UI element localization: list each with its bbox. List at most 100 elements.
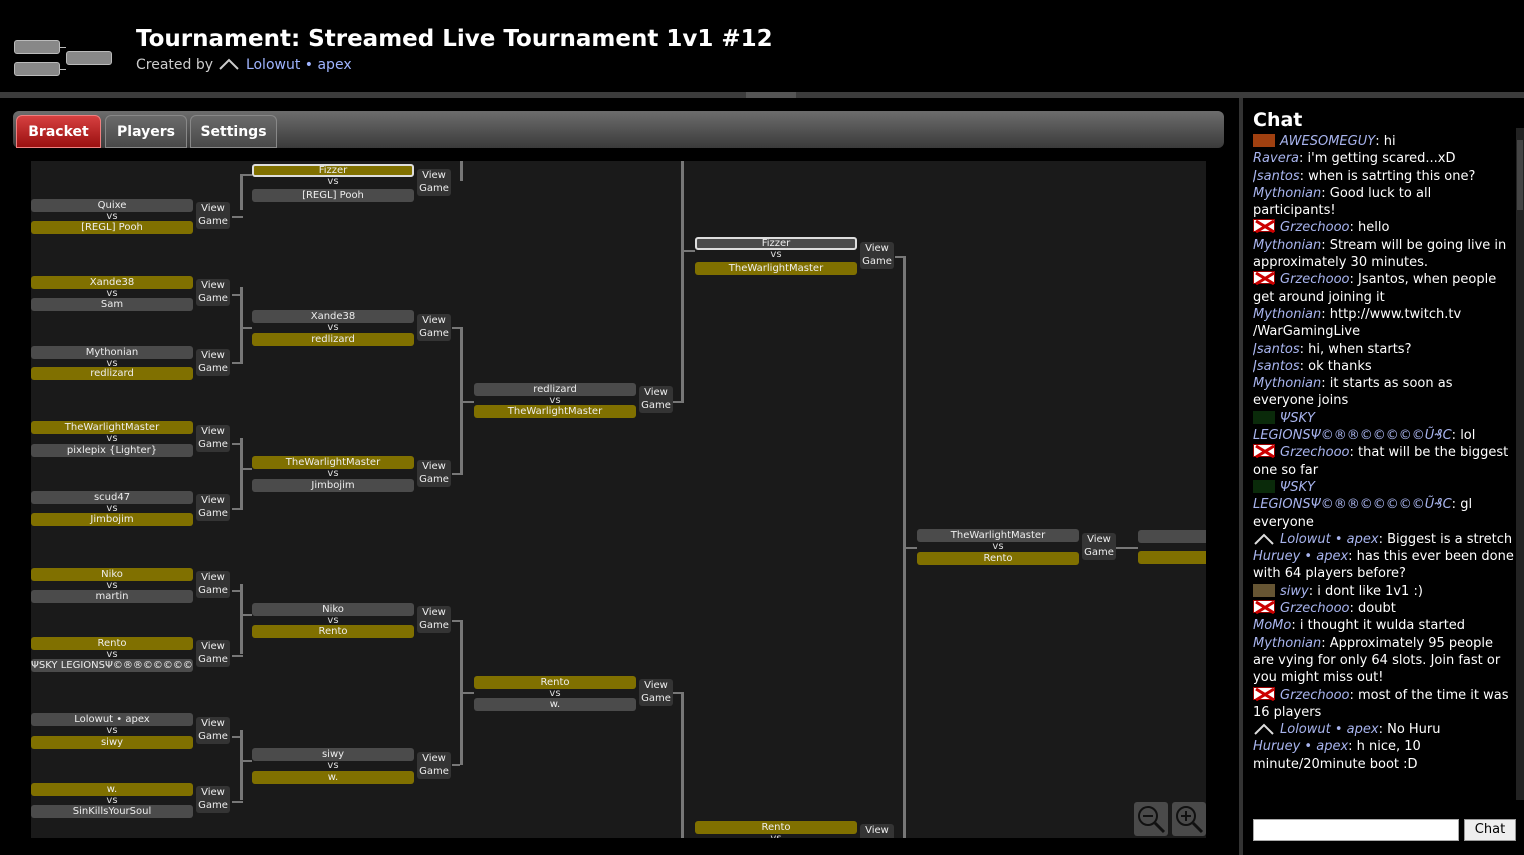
chat-username[interactable]: Lolowut • apex — [1280, 722, 1379, 738]
site-logo-icon[interactable] — [12, 38, 114, 78]
player-slot-bottom[interactable]: ΨSKY LEGIONSΨ©®®©©©©©Ũ — [31, 659, 193, 672]
player-slot-top[interactable]: w. — [31, 783, 193, 796]
player-slot-top[interactable]: Rento — [695, 821, 857, 834]
bracket-connector — [681, 692, 684, 838]
panel-separator[interactable] — [1239, 98, 1243, 855]
chat-username[interactable]: AWESOMEGUY — [1280, 134, 1376, 149]
chat-username[interactable]: Mythonian — [1253, 306, 1322, 322]
chat-input[interactable] — [1253, 819, 1459, 841]
chat-username[interactable]: Jsantos — [1253, 358, 1300, 374]
player-slot-top[interactable]: Fizzer — [695, 237, 857, 250]
player-slot-top[interactable]: Quixe — [31, 199, 193, 212]
chat-username[interactable]: Grzechooo — [1280, 601, 1350, 617]
bracket-connector — [452, 620, 460, 622]
player-slot-top[interactable]: redlizard — [474, 383, 636, 396]
player-slot-top[interactable]: Mythonian — [31, 346, 193, 359]
divider-handle[interactable] — [746, 92, 796, 98]
chat-username[interactable]: Huruey • apex — [1253, 549, 1349, 565]
tab-bracket[interactable]: Bracket — [16, 115, 101, 148]
chat-username[interactable]: Lolowut • apex — [1280, 531, 1379, 547]
player-slot-bottom[interactable]: [REGL] Pooh — [252, 189, 414, 202]
player-slot-bottom[interactable]: Jimbojim — [252, 479, 414, 492]
player-slot-top[interactable]: Xande38 — [31, 276, 193, 289]
chat-username[interactable]: Ravera — [1253, 151, 1300, 167]
player-slot-bottom[interactable]: SinKillsYourSoul — [31, 805, 193, 818]
creator-link[interactable]: Lolowut • apex — [245, 57, 352, 73]
chat-username[interactable]: Grzechooo — [1280, 220, 1350, 236]
player-slot-top[interactable]: Xande38 — [252, 310, 414, 323]
player-slot-bottom[interactable]: Sam — [31, 298, 193, 311]
player-slot-top[interactable]: Lolowut • apex — [31, 713, 193, 726]
chat-username[interactable]: Grzechooo — [1280, 687, 1350, 703]
chat-scrollbar-thumb[interactable] — [1517, 140, 1523, 210]
player-slot-top[interactable] — [1138, 530, 1206, 543]
chat-username[interactable]: ΨSKY LEGIONSΨ©®®©©©©©Ũ₰C — [1253, 479, 1452, 513]
chat-message: AWESOMEGUY: hi — [1253, 133, 1515, 150]
player-slot-bottom[interactable]: w. — [474, 698, 636, 711]
player-slot-top[interactable]: scud47 — [31, 491, 193, 504]
chat-username[interactable]: Grzechooo — [1280, 272, 1350, 288]
chat-username[interactable]: Mythonian — [1253, 376, 1322, 392]
zoom-out-button[interactable] — [1134, 802, 1168, 836]
player-slot-top[interactable]: TheWarlightMaster — [31, 421, 193, 434]
player-slot-bottom[interactable]: [REGL] Pooh — [31, 221, 193, 234]
player-slot-top[interactable]: Niko — [252, 603, 414, 616]
chat-username[interactable]: Jsantos — [1253, 168, 1300, 184]
chat-username[interactable]: Mythonian — [1253, 185, 1322, 201]
player-slot-bottom[interactable]: Rento — [252, 625, 414, 638]
player-slot-bottom[interactable]: redlizard — [252, 333, 414, 346]
chat-username[interactable]: siwy — [1280, 583, 1309, 599]
chat-username[interactable]: Grzechooo — [1280, 445, 1350, 461]
player-slot-top[interactable]: Rento — [31, 637, 193, 650]
chat-username[interactable]: ΨSKY LEGIONSΨ©®®©©©©©Ũ₰C — [1253, 410, 1452, 444]
chat-username[interactable]: MoMo — [1253, 618, 1292, 634]
player-slot-top[interactable]: TheWarlightMaster — [252, 456, 414, 469]
chat-send-button[interactable]: Chat — [1464, 819, 1516, 841]
chat-username[interactable]: Mythonian — [1253, 635, 1322, 651]
tab-settings[interactable]: Settings — [190, 115, 277, 148]
player-slot-bottom[interactable]: w. — [252, 771, 414, 784]
player-slot-top[interactable]: TheWarlightMaster — [917, 529, 1079, 542]
player-slot-bottom[interactable]: Rento — [917, 552, 1079, 565]
chat-scrollbar[interactable] — [1516, 128, 1524, 800]
player-slot-bottom[interactable]: pixlepix {Lighter} — [31, 444, 193, 457]
player-slot-top[interactable]: siwy — [252, 748, 414, 761]
player-slot-top[interactable]: Rento — [474, 676, 636, 689]
player-slot-bottom[interactable]: Jimbojim — [31, 513, 193, 526]
chat-text: i thought it wulda started — [1299, 618, 1466, 634]
player-slot-bottom[interactable]: TheWarlightMaster — [474, 405, 636, 418]
bracket-connector — [243, 468, 252, 470]
chat-username[interactable]: Jsantos — [1253, 341, 1300, 357]
tab-players[interactable]: Players — [105, 115, 187, 148]
player-slot-bottom[interactable]: siwy — [31, 736, 193, 749]
chat-username[interactable]: Huruey • apex — [1253, 739, 1349, 755]
bracket-connector — [903, 256, 906, 838]
zoom-in-button[interactable] — [1172, 802, 1206, 836]
player-slot-bottom[interactable]: martin — [31, 590, 193, 603]
player-slot-top[interactable]: Niko — [31, 568, 193, 581]
player-slot-bottom[interactable]: redlizard — [31, 367, 193, 380]
player-slot-bottom[interactable]: TheWarlightMaster — [695, 262, 857, 275]
player-slot-bottom[interactable] — [1138, 551, 1206, 564]
player-slot-top[interactable]: Fizzer — [252, 164, 414, 177]
chat-username[interactable]: Mythonian — [1253, 237, 1322, 253]
